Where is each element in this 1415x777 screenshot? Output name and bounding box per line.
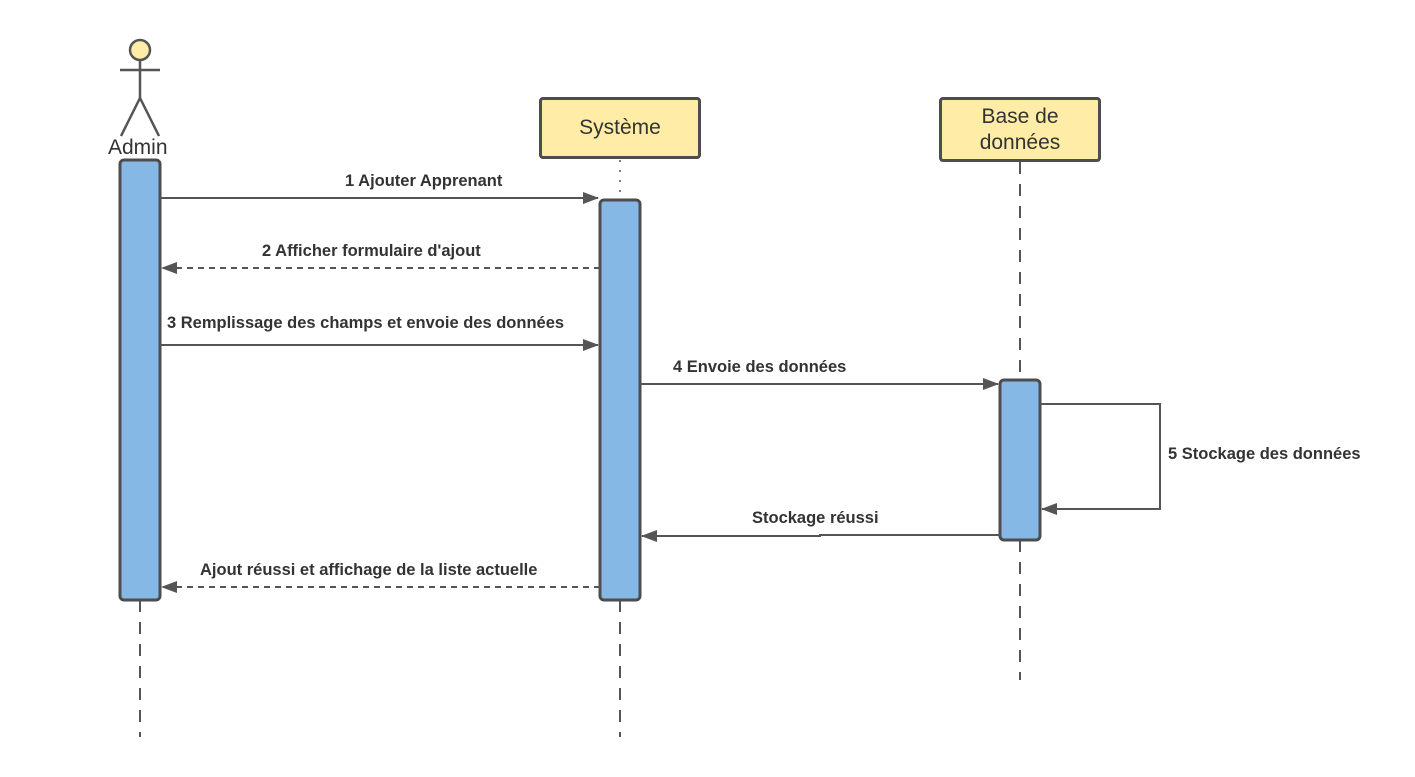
message-label-2: 2 Afficher formulaire d'ajout (262, 242, 481, 260)
participant-admin-label: Admin (108, 136, 168, 159)
participant-systeme-box: Système (539, 97, 701, 159)
activation-systeme (598, 198, 642, 602)
activation-base (998, 378, 1042, 542)
message-label-1: 1 Ajouter Apprenant (345, 172, 503, 190)
participant-base-box: Base de données (939, 97, 1101, 162)
message-label-3: 3 Remplissage des champs et envoie des d… (167, 314, 565, 332)
message-label-5: 5 Stockage des données (1168, 445, 1361, 463)
message-label-7: Ajout réussi et affichage de la liste ac… (200, 561, 538, 579)
activation-admin (118, 158, 162, 602)
message-label-6: Stockage réussi (752, 509, 879, 527)
admin-actor-icon (119, 38, 161, 137)
message-arrow-5-self (1040, 403, 1161, 515)
message-arrow-6 (641, 530, 1000, 542)
message-label-4: 4 Envoie des données (673, 358, 847, 376)
